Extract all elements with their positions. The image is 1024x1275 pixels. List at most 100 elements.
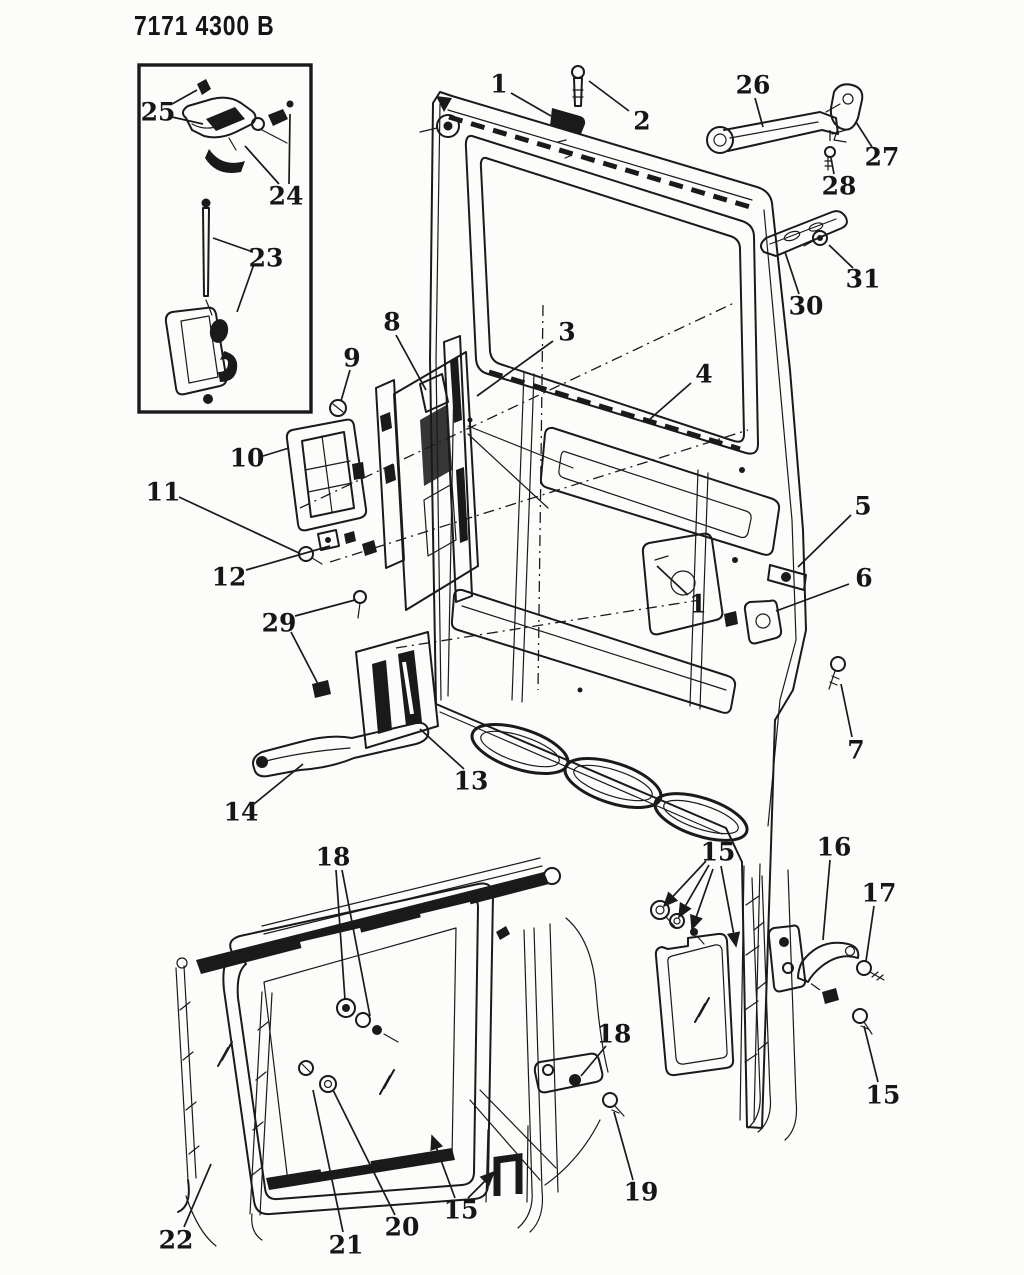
callout-leader-line [183, 1163, 212, 1228]
callout-number: 4 [695, 360, 712, 389]
callout-leader-line [797, 514, 852, 568]
callout-2-1: 2 [588, 80, 651, 136]
outside-handle [182, 96, 294, 174]
callout-number: 5 [854, 492, 871, 521]
callout-1-0: 1 [490, 70, 552, 117]
callout-leader-line [754, 97, 764, 128]
callout-leader-line [822, 859, 831, 941]
callout-leader-line [419, 728, 465, 770]
callout-leader-line [395, 334, 427, 391]
callout-number: 27 [865, 143, 900, 172]
callout-number: 25 [141, 98, 176, 127]
callout-leader-line [690, 868, 714, 931]
callout-leader-line [656, 565, 689, 596]
bracket-13 [355, 631, 439, 749]
callout-16-32: 16 [817, 833, 851, 941]
callout-leader-line [340, 369, 351, 402]
callout-4-11: 4 [649, 360, 713, 420]
callout-10-10: 10 [230, 444, 290, 473]
callout-leader-line [290, 631, 319, 685]
callout-leader-line [476, 340, 554, 397]
glass-hinge [533, 1052, 625, 1117]
callout-leader-line [588, 80, 630, 112]
callout-number: 23 [249, 244, 284, 273]
callout-11-16: 11 [146, 478, 300, 554]
callout-30-6: 30 [784, 251, 824, 321]
door-outline [429, 91, 807, 1129]
callout-number: 24 [269, 182, 304, 211]
callout-number: 28 [822, 172, 857, 201]
callout-number: 15 [444, 1196, 479, 1225]
callout-leader-line [294, 599, 356, 617]
callout-26-2: 26 [736, 71, 770, 128]
callout-number: 18 [316, 843, 351, 872]
callout-leader-line [236, 263, 255, 313]
callout-leader-line [580, 1045, 607, 1077]
callout-13-19: 13 [419, 728, 489, 796]
handle-clip [197, 79, 211, 95]
callout-leader-line [863, 1025, 879, 1083]
callout-leader-line [830, 157, 835, 175]
callout-leader-line [649, 382, 692, 420]
callout-7-14: 7 [840, 683, 865, 765]
callout-number: 15 [866, 1081, 901, 1110]
callout-leader-line [253, 763, 304, 805]
inset-detail-box [137, 63, 313, 414]
callout-number: 30 [789, 292, 824, 321]
callout-29-18: 29 [262, 599, 356, 685]
callout-leader-line [171, 89, 198, 105]
callout-9-9: 9 [340, 344, 361, 402]
bracket-8 [419, 373, 449, 413]
striker-and-lock [724, 564, 846, 690]
bolt-17 [856, 960, 872, 976]
drawing-number: 7171 4300 B [134, 10, 275, 41]
callout-leader-line [332, 1089, 396, 1216]
callout-number: 10 [230, 444, 265, 473]
callout-number: 17 [862, 879, 897, 908]
callout-leader-line [678, 864, 710, 919]
screw-28 [824, 146, 836, 158]
callout-17-33: 17 [862, 879, 897, 962]
callout-number: 13 [454, 767, 489, 796]
callout-leader-line [828, 244, 854, 269]
callout-number: 15 [701, 838, 736, 867]
latch-hardware-cluster [252, 335, 479, 778]
upper-track-hardware [550, 65, 864, 257]
hinge-arm [797, 941, 860, 983]
callout-leader-line [855, 121, 873, 148]
break-mark [694, 997, 710, 1023]
inside-latch-housing [641, 532, 724, 636]
callout-number: 3 [558, 318, 575, 347]
callout-number: 6 [855, 564, 872, 593]
callout-31-5: 31 [828, 244, 880, 294]
callout-21-26: 21 [312, 1089, 363, 1260]
callout-leader-line [312, 1089, 344, 1233]
callout-number: 2 [633, 107, 650, 136]
callouts-layer: 1226272831303891045671111229131423252418… [141, 70, 901, 1260]
screw-2 [571, 65, 585, 79]
window-glass-assembly [175, 857, 625, 1247]
callout-number: 12 [212, 563, 247, 592]
upper-hinge-bracket [829, 83, 864, 143]
callout-number: 22 [159, 1226, 194, 1255]
glass-frame-outer [222, 882, 494, 1216]
break-mark [217, 1041, 233, 1067]
callout-leader-line [775, 583, 850, 612]
callout-8-8: 8 [383, 308, 427, 391]
vent-glass-hinge-group [650, 869, 885, 1141]
callout-leader-line [430, 1134, 456, 1199]
callout-leader-line [720, 865, 741, 948]
callout-15-31: 15 [662, 838, 741, 948]
callout-number: 7 [847, 736, 864, 765]
callout-number: 19 [624, 1178, 659, 1207]
callout-leader-line [171, 116, 204, 125]
inside-pull-handle [164, 306, 238, 404]
callout-5-12: 5 [797, 492, 872, 568]
callout-leader-line [467, 1170, 496, 1199]
callout-15-34: 15 [863, 1025, 901, 1110]
callout-leader-line [244, 145, 280, 185]
screw-9 [329, 399, 347, 417]
callout-leader-line [212, 237, 254, 253]
